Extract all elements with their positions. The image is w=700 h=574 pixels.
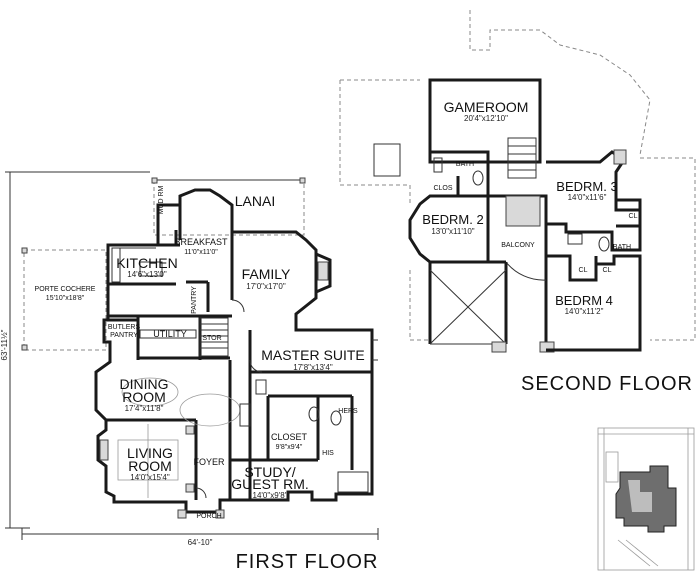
family-dimensions: 17'0"x17'0" [246, 282, 286, 291]
overall-width-dimension: 64'-10" [188, 538, 213, 547]
bedroom-3-dimensions: 14'0"x11'6" [568, 193, 607, 202]
study-label-2: GUEST RM. [231, 476, 309, 492]
living-room-dimensions: 14'0"x15'4" [130, 473, 170, 482]
second-floor-stairs [507, 137, 537, 179]
living-room-label-1: LIVING [127, 445, 173, 461]
first-floor-plan [5, 171, 379, 540]
gameroom-label: GAMEROOM [444, 99, 529, 115]
closet-label-right: CL [629, 213, 638, 220]
first-floor-title: FIRST FLOOR [236, 551, 379, 573]
kitchen-label: KITCHEN [116, 255, 177, 271]
breakfast-dimensions: 11'0"x11'0" [184, 249, 218, 256]
site-plan-thumbnail [597, 427, 695, 571]
bedroom-4-label: BEDRM 4 [555, 293, 613, 308]
storage-label: STOR [202, 335, 221, 342]
dining-room-label-1: DINING [120, 376, 169, 392]
gameroom-dimensions: 20'4"x12'10" [464, 114, 508, 123]
dining-room-label-2: ROOM [122, 389, 166, 405]
his-closet-label: HIS [322, 450, 334, 457]
porte-cochere-label: PORTE COCHERE [35, 286, 96, 293]
master-suite-label: MASTER SUITE [261, 347, 364, 363]
hers-closet-label: HERS [338, 408, 358, 415]
bath-label-right: BATH [613, 244, 631, 251]
breakfast-label: BREAKFAST [174, 237, 228, 247]
porte-cochere-dimensions: 15'10"x18'8" [46, 295, 85, 302]
study-dimensions: 14'0"x9'8" [253, 491, 288, 500]
second-floor-title: SECOND FLOOR [521, 373, 693, 395]
bedroom-2-label: BEDRM. 2 [422, 212, 483, 227]
closet-label-mid-2: CL [603, 267, 612, 274]
mud-room-label: MUD RM [158, 185, 165, 214]
bedroom-2-dimensions: 13'0"x11'10" [431, 227, 474, 236]
living-room-label-2: ROOM [128, 458, 172, 474]
balcony-label: BALCONY [501, 242, 535, 249]
bedroom-3-label: BEDRM. 3 [556, 179, 617, 194]
overall-depth-dimension: 63'-11½" [0, 329, 9, 360]
bath-label-left: BATH [456, 161, 474, 168]
pantry-label: PANTRY [191, 286, 198, 314]
kitchen-dimensions: 14'6"x13'0" [127, 270, 167, 279]
dining-room-dimensions: 17'4"x11'8" [125, 404, 164, 413]
family-label: FAMILY [242, 266, 291, 282]
master-suite-dimensions: 17'8"x13'4" [293, 363, 333, 372]
closet-label-left: CLOS [433, 185, 452, 192]
study-label-1: STUDY/ [244, 464, 295, 480]
porch-label: PORCH [196, 513, 221, 520]
foyer-label: FOYER [193, 457, 225, 467]
utility-label: UTILITY [153, 329, 187, 339]
butlers-pantry-label-2: PANTRY [110, 332, 138, 339]
bedroom-4-dimensions: 14'0"x11'2" [565, 307, 604, 316]
lanai-label: LANAI [235, 193, 275, 209]
first-floor-stairs [199, 317, 229, 357]
closet-label: CLOSET [271, 432, 308, 442]
closet-label-mid: CL [579, 267, 588, 274]
butlers-pantry-label-1: BUTLERS [108, 324, 141, 331]
second-floor-plan [339, 10, 696, 353]
closet-dimensions: 9'8"x9'4" [276, 444, 303, 451]
